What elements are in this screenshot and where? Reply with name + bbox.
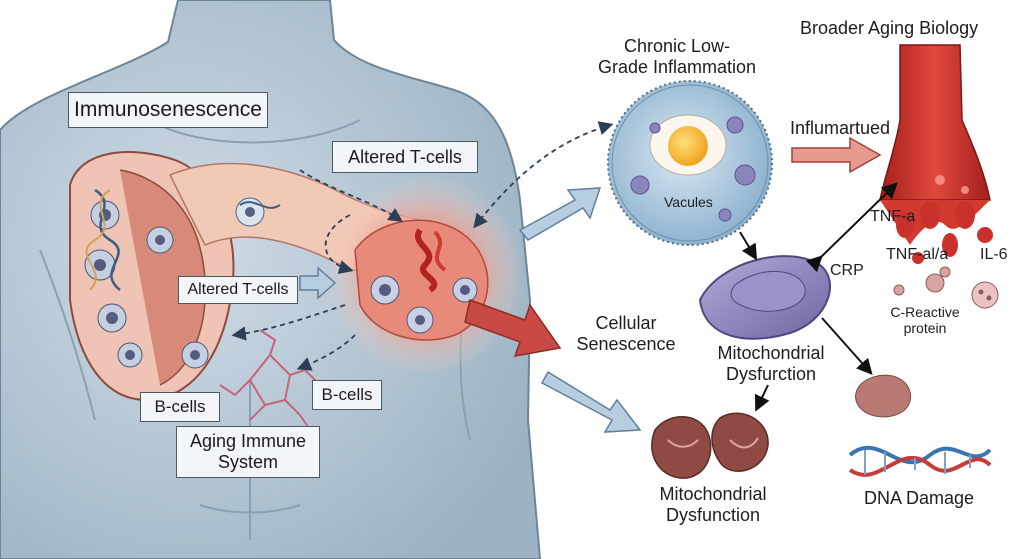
label-mito-dysfunction-center: Mitochondrial Dysfurction xyxy=(706,343,836,384)
label-il-6: IL-6 xyxy=(980,246,1008,263)
aging-immune-line-1: Aging Immune xyxy=(189,431,307,451)
cytokine-particles-icon xyxy=(893,266,999,309)
label-cellular-senescence: Cellular Senescence xyxy=(566,313,686,354)
lymph-node-icon xyxy=(69,151,235,402)
mito-bottom-line-2: Dysfunction xyxy=(665,504,761,525)
mito-center-line-1: Mitochondrial xyxy=(717,343,825,363)
mitochondria-icon xyxy=(651,412,769,479)
crp-line-2: protein xyxy=(903,320,947,337)
blood-vessel-icon xyxy=(879,44,993,264)
inflammatory-cell-icon xyxy=(607,80,773,246)
crp-line-1: C-Reactive xyxy=(890,304,960,320)
senescent-cell-icon xyxy=(698,255,831,340)
label-altered-t-cells-top: Altered T-cells xyxy=(332,141,478,173)
black-arrows xyxy=(739,182,898,412)
label-altered-t-cells-mid: Altered T-cells xyxy=(178,276,298,304)
senescence-line-2: Senescence xyxy=(576,333,676,354)
label-tnf-al: TNF-al/a xyxy=(886,246,949,263)
mito-bottom-line-1: Mitochondrial xyxy=(659,484,767,504)
dashed-arrows xyxy=(231,121,614,371)
label-dna-damage: DNA Damage xyxy=(864,488,975,508)
label-tnf-a: TNF-a xyxy=(870,208,916,225)
label-c-reactive-protein: C-Reactive protein xyxy=(885,304,965,336)
chronic-line-1: Chronic Low- xyxy=(623,36,731,56)
label-broader-aging-biology: Broader Aging Biology xyxy=(800,18,979,38)
immune-network-icon xyxy=(219,329,321,431)
inflamed-tissue xyxy=(325,175,525,375)
senescence-line-1: Cellular xyxy=(595,313,657,333)
aging-immune-line-2: System xyxy=(217,452,278,472)
label-influmartued: Influmartued xyxy=(790,118,891,138)
flow-arrow-red-2 xyxy=(791,136,882,174)
dna-damage-icon xyxy=(848,374,992,477)
chronic-line-2: Grade Inflammation xyxy=(597,56,757,77)
label-crp: CRP xyxy=(830,262,864,279)
label-immunosenescence: Immunosenescence xyxy=(68,92,268,128)
label-chronic-inflammation: Chronic Low- Grade Inflammation xyxy=(592,36,762,77)
label-vacules: Vacules xyxy=(664,194,713,210)
label-aging-immune-system: Aging Immune System xyxy=(176,426,320,478)
mito-center-line-2: Dysfurction xyxy=(725,363,817,384)
label-b-cells-left: B-cells xyxy=(140,392,220,422)
label-mito-dysfunction-bottom: Mitochondrial Dysfunction xyxy=(648,484,778,525)
flow-arrow-red xyxy=(464,299,562,357)
label-b-cells-right: B-cells xyxy=(312,380,382,410)
